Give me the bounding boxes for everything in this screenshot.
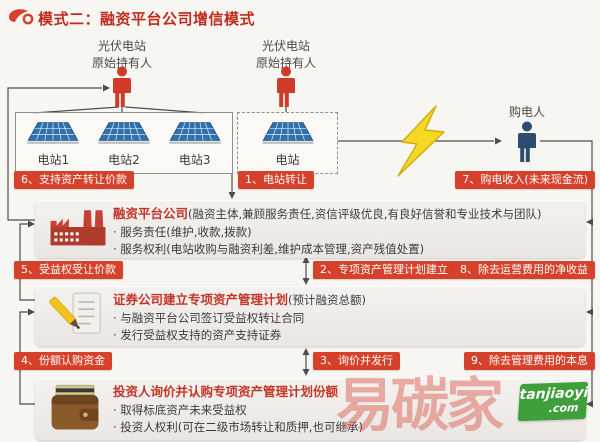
logo-leaf-icon xyxy=(8,6,34,30)
financing-platform-text: 融资平台公司(融资主体,兼顾服务责任,资信评级优良,有良好信誉和专业技术与团队)… xyxy=(113,200,585,258)
financing-platform-box: 融资平台公司(融资主体,兼顾服务责任,资信评级优良,有良好信誉和专业技术与团队)… xyxy=(35,200,585,258)
plant-label: 电站2 xyxy=(108,153,140,167)
solar-panel-icon xyxy=(27,122,79,144)
plant-label: 电站1 xyxy=(37,153,70,167)
flow-badge-3: 3、询价并发行 xyxy=(313,352,400,370)
page-header: 模式二：融资平台公司增信模式 xyxy=(8,6,255,30)
flow-badge-6: 6、支持资产转让价款 xyxy=(14,171,134,189)
box-title-suffix: (预计融资总额) xyxy=(288,293,366,307)
flow-badge-7: 7、购电收入(未来现金流) xyxy=(455,171,595,189)
flow-badge-2: 2、专项资产管理计划建立 xyxy=(313,261,455,279)
flow-badge-8: 8、除去运营费用的净收益 xyxy=(453,261,595,279)
holder-right-person-icon xyxy=(274,66,298,112)
solar-panel-icon xyxy=(261,122,314,144)
investor-box: 投资人询价并认购专项资产管理计划份额 · 取得标底资产未来受益权 · 投资人权利… xyxy=(35,378,585,440)
plants-group-box: 电站1 电站2 电站3 xyxy=(15,112,233,174)
box-bullet: · 投资人权利(可在二级市场转让和质押,也可继承) xyxy=(113,420,363,434)
box-bullet: · 发行受益权支持的资产支持证券 xyxy=(113,328,282,342)
holder-left-person-icon xyxy=(110,66,134,112)
securities-plan-text: 证券公司建立专项资产管理计划(预计融资总额) · 与融资平台公司签订受益权转让合… xyxy=(113,286,585,344)
box-title-suffix: (融资主体,兼顾服务责任,资信评级优良,有良好信誉和专业技术与团队) xyxy=(188,207,542,221)
investor-text: 投资人询价并认购专项资产管理计划份额 · 取得标底资产未来受益权 · 投资人权利… xyxy=(113,378,585,436)
plant-item: 电站3 xyxy=(166,120,224,168)
lightning-icon xyxy=(392,104,456,184)
solar-panel-icon xyxy=(169,122,221,144)
box-bullet: · 与融资平台公司签订受益权转让合同 xyxy=(113,310,305,325)
plant-single-box: 电站 xyxy=(237,112,338,174)
holder-right-label: 光伏电站 原始持有人 xyxy=(255,39,316,71)
solar-panel-icon xyxy=(98,122,150,144)
box-title: 证券公司建立专项资产管理计划 xyxy=(113,292,289,307)
flow-badge-4: 4、份额认购资金 xyxy=(14,352,112,370)
plant-item: 电站2 xyxy=(95,120,153,168)
flow-badge-9: 9、除去管理费用的本息 xyxy=(464,352,595,370)
holder-left-label: 光伏电站 原始持有人 xyxy=(91,39,152,71)
box-title-line: 融资平台公司(融资主体,兼顾服务责任,资信评级优良,有良好信誉和专业技术与团队) xyxy=(113,205,577,224)
wallet-icon xyxy=(49,382,101,436)
plant-item: 电站 xyxy=(259,120,317,168)
plant-label: 电站 xyxy=(275,153,300,167)
box-bullet: · 服务权利(电站收购与融资利差,维护成本管理,资产残值处置) xyxy=(113,242,425,256)
pencil-document-icon xyxy=(49,289,105,343)
box-title: 投资人询价并认购专项资产管理计划份额 xyxy=(113,384,339,399)
flow-badge-1: 1、电站转让 xyxy=(238,171,314,189)
page-title: 模式二：融资平台公司增信模式 xyxy=(38,9,256,28)
box-title-line: 投资人询价并认购专项资产管理计划份额 xyxy=(113,383,577,402)
box-title: 融资平台公司 xyxy=(113,206,189,221)
securities-plan-box: 证券公司建立专项资产管理计划(预计融资总额) · 与融资平台公司签订受益权转让合… xyxy=(35,286,585,346)
flow-badge-5: 5、受益权受让价款 xyxy=(14,261,123,279)
purchaser-person-icon xyxy=(515,120,539,168)
factory-icon xyxy=(49,204,107,254)
plant-item: 电站1 xyxy=(24,120,82,168)
purchaser-label: 购电人 xyxy=(508,105,545,119)
plant-label: 电站3 xyxy=(178,153,211,167)
box-title-line: 证券公司建立专项资产管理计划(预计融资总额) xyxy=(113,291,577,310)
box-bullet: · 取得标底资产未来受益权 xyxy=(113,402,247,417)
box-bullet: · 服务责任(维护,收款,拨款) xyxy=(113,224,252,239)
